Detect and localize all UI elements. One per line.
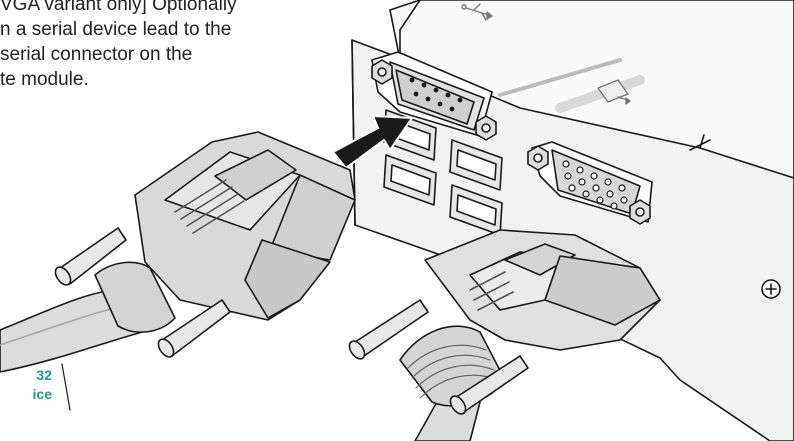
callout-line-1: 32: [36, 367, 52, 383]
instruction-line-2: n a serial device lead to the: [0, 19, 232, 40]
serial-port-pins: [409, 77, 463, 112]
vga-plug-thumbscrew: [348, 299, 429, 360]
usb-symbol-icon: [461, 3, 493, 21]
vga-video-lead: [348, 229, 661, 441]
rs232-device-callout: 32 ice: [0, 366, 52, 404]
vga-plug-thumbscrew: [449, 355, 529, 415]
usb-port: [449, 184, 503, 236]
instruction-line-4: te module.: [0, 69, 89, 90]
instruction-line-3: serial connector on the: [0, 44, 193, 65]
serial-device-lead: [0, 131, 356, 373]
device-vga-port: [527, 141, 653, 225]
device-serial-port: [371, 51, 497, 141]
screw-icon: [761, 279, 781, 299]
vga-port-pins: [562, 160, 628, 210]
display-port-symbol-icon: [597, 79, 631, 105]
serial-plug-thumbscrew: [54, 227, 127, 286]
callout-leader-line: [61, 363, 71, 411]
instruction-line-1: VGA variant only] Optionally: [0, 0, 237, 15]
serial-plug-thumbscrew: [157, 299, 231, 358]
insert-arrow-icon: [332, 115, 413, 169]
vga-plug-grip-ridges: [469, 271, 514, 311]
callout-line-2: ice: [32, 386, 52, 402]
usb-port: [449, 139, 503, 191]
usb-port: [383, 154, 437, 206]
serial-plug-grip-ridges: [174, 179, 245, 234]
instruction-text: VGA variant only] Optionally n a serial …: [0, 0, 340, 92]
